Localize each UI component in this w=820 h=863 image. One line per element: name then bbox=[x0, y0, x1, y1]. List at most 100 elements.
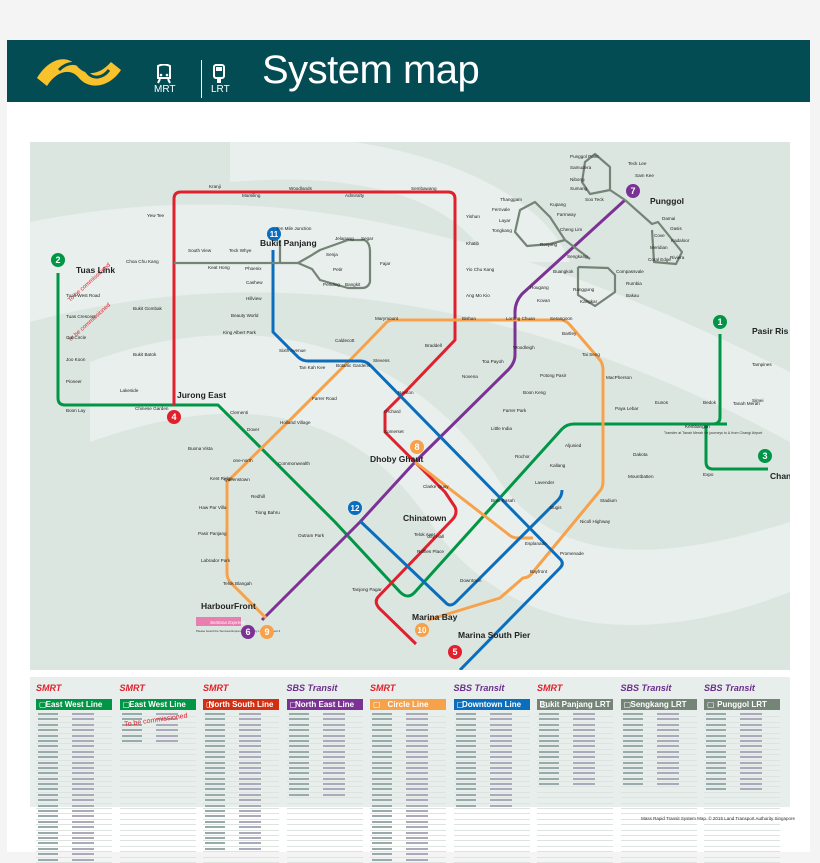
station-label[interactable]: Bayfront bbox=[530, 569, 548, 574]
station-label[interactable]: Promenade bbox=[560, 551, 584, 556]
station-label[interactable]: Riviera bbox=[670, 255, 685, 260]
station-label[interactable]: Tanah Merah bbox=[733, 401, 760, 406]
station-label[interactable]: Serangoon bbox=[550, 316, 573, 321]
station-label[interactable]: Petir bbox=[333, 267, 343, 272]
station-label[interactable]: Sam Kee bbox=[635, 173, 654, 178]
station-label[interactable]: Renjong bbox=[540, 242, 558, 247]
station-label[interactable]: Eunos bbox=[655, 400, 669, 405]
station-label[interactable]: Cheng Lim bbox=[560, 227, 582, 232]
station-label[interactable]: Kupang bbox=[550, 202, 566, 207]
station-label[interactable]: Bartley bbox=[562, 331, 577, 336]
station-label[interactable]: Dhoby Ghaut bbox=[370, 454, 424, 464]
station-label[interactable]: Farrer Park bbox=[503, 408, 527, 413]
station-label[interactable]: Expo bbox=[703, 472, 714, 477]
station-label[interactable]: Sixth Avenue bbox=[279, 348, 306, 353]
station-label[interactable]: Caldecott bbox=[335, 338, 355, 343]
station-label[interactable]: Chinatown bbox=[403, 513, 446, 523]
station-label[interactable]: Dakota bbox=[633, 452, 648, 457]
station-label[interactable]: Outram Park bbox=[298, 533, 325, 538]
station-label[interactable]: Newton bbox=[398, 390, 414, 395]
station-label[interactable]: Tuas West Road bbox=[66, 293, 100, 298]
station-label[interactable]: Teck Lee bbox=[628, 161, 647, 166]
station-label[interactable]: Bedok bbox=[703, 400, 717, 405]
station-label[interactable]: Kranji bbox=[209, 184, 221, 189]
east-west-line[interactable] bbox=[56, 273, 768, 598]
station-label[interactable]: Senja bbox=[326, 252, 338, 257]
station-label[interactable]: Marina South Pier bbox=[458, 630, 531, 640]
station-label[interactable]: Bugis bbox=[550, 505, 562, 510]
station-label[interactable]: Joo Koon bbox=[66, 357, 86, 362]
station-label[interactable]: Tuas Link bbox=[76, 265, 115, 275]
station-label[interactable]: Rumbia bbox=[626, 281, 642, 286]
station-label[interactable]: Little India bbox=[491, 426, 512, 431]
station-label[interactable]: Soo Teck bbox=[585, 197, 605, 202]
station-label[interactable]: Bishan bbox=[462, 316, 476, 321]
station-label[interactable]: Queenstown bbox=[224, 477, 250, 482]
station-label[interactable]: Beauty World bbox=[231, 313, 259, 318]
station-label[interactable]: Admiralty bbox=[345, 193, 365, 198]
station-label[interactable]: Khatib bbox=[466, 241, 479, 246]
station-label[interactable]: Pending bbox=[323, 282, 340, 287]
station-label[interactable]: Paya Lebar bbox=[615, 406, 639, 411]
station-label[interactable]: City Hall bbox=[427, 534, 444, 539]
station-label[interactable]: Pioneer bbox=[66, 379, 82, 384]
station-label[interactable]: Simei bbox=[752, 398, 764, 403]
station-label[interactable]: Woodleigh bbox=[513, 345, 535, 350]
station-label[interactable]: Kovan bbox=[537, 298, 550, 303]
station-label[interactable]: Oasis bbox=[670, 226, 682, 231]
station-label[interactable]: Tanjong Pagar bbox=[352, 587, 382, 592]
station-label[interactable]: Aljunied bbox=[565, 443, 582, 448]
station-label[interactable]: Sengkang bbox=[567, 254, 588, 259]
station-label[interactable]: Esplanade bbox=[525, 541, 547, 546]
station-label[interactable]: Fernvale bbox=[492, 207, 510, 212]
station-label[interactable]: Telok Blangah bbox=[223, 581, 252, 586]
station-label[interactable]: HarbourFront bbox=[201, 601, 256, 611]
station-label[interactable]: Mountbatten bbox=[628, 474, 654, 479]
station-label[interactable]: MacPherson bbox=[606, 375, 632, 380]
station-label[interactable]: Bukit Panjang bbox=[260, 238, 317, 248]
station-label[interactable]: Nicoll Highway bbox=[580, 519, 611, 524]
station-label[interactable]: Compassvale bbox=[616, 269, 644, 274]
station-label[interactable]: Tuas Crescent bbox=[66, 314, 96, 319]
station-label[interactable]: Haw Par Villa bbox=[199, 505, 227, 510]
station-label[interactable]: South View bbox=[188, 248, 212, 253]
station-label[interactable]: Kembangan bbox=[685, 424, 710, 429]
station-label[interactable]: Botanic Gardens bbox=[336, 363, 371, 368]
station-label[interactable]: Fajar bbox=[380, 261, 391, 266]
station-label[interactable]: Kallang bbox=[550, 463, 566, 468]
station-label[interactable]: Bras Basah bbox=[491, 498, 515, 503]
station-label[interactable]: Marymount bbox=[375, 316, 399, 321]
station-label[interactable]: Layar bbox=[499, 218, 511, 223]
station-label[interactable]: Pasir Panjang bbox=[198, 531, 227, 536]
station-label[interactable]: Gul Circle bbox=[66, 335, 87, 340]
station-label[interactable]: Ten Mile Junction bbox=[276, 226, 312, 231]
station-label[interactable]: Commonwealth bbox=[278, 461, 310, 466]
system-map[interactable]: To be commissioned To be commissioned Tr… bbox=[30, 142, 790, 670]
station-label[interactable]: Bukit Gombak bbox=[133, 306, 163, 311]
station-label[interactable]: Sembawang bbox=[411, 186, 437, 191]
station-label[interactable]: Kent Ridge bbox=[210, 476, 233, 481]
station-label[interactable]: Changi Airport bbox=[770, 471, 790, 481]
station-label[interactable]: Jurong East bbox=[177, 390, 226, 400]
station-label[interactable]: Cove bbox=[654, 233, 665, 238]
station-label[interactable]: Lakeside bbox=[120, 388, 139, 393]
station-label[interactable]: Thanggam bbox=[500, 197, 522, 202]
station-label[interactable]: Rochor bbox=[515, 454, 530, 459]
station-label[interactable]: Phoenix bbox=[245, 266, 262, 271]
station-label[interactable]: Tampines bbox=[752, 362, 772, 367]
station-label[interactable]: Raffles Place bbox=[417, 549, 444, 554]
station-label[interactable]: Cashew bbox=[246, 280, 263, 285]
station-label[interactable]: Stadium bbox=[600, 498, 617, 503]
station-label[interactable]: Yew Tee bbox=[147, 213, 165, 218]
station-label[interactable]: Teck Whye bbox=[229, 248, 252, 253]
station-label[interactable]: Redhill bbox=[251, 494, 265, 499]
station-label[interactable]: Labrador Park bbox=[201, 558, 231, 563]
station-label[interactable]: Clarke Quay bbox=[423, 484, 449, 489]
station-label[interactable]: Buangkok bbox=[553, 269, 574, 274]
station-label[interactable]: Segar bbox=[361, 236, 374, 241]
station-label[interactable]: Lavender bbox=[535, 480, 555, 485]
station-label[interactable]: Yio Chu Kang bbox=[466, 267, 495, 272]
station-label[interactable]: Orchard bbox=[384, 409, 401, 414]
station-label[interactable]: Potong Pasir bbox=[540, 373, 567, 378]
station-label[interactable]: Meridian bbox=[650, 245, 668, 250]
